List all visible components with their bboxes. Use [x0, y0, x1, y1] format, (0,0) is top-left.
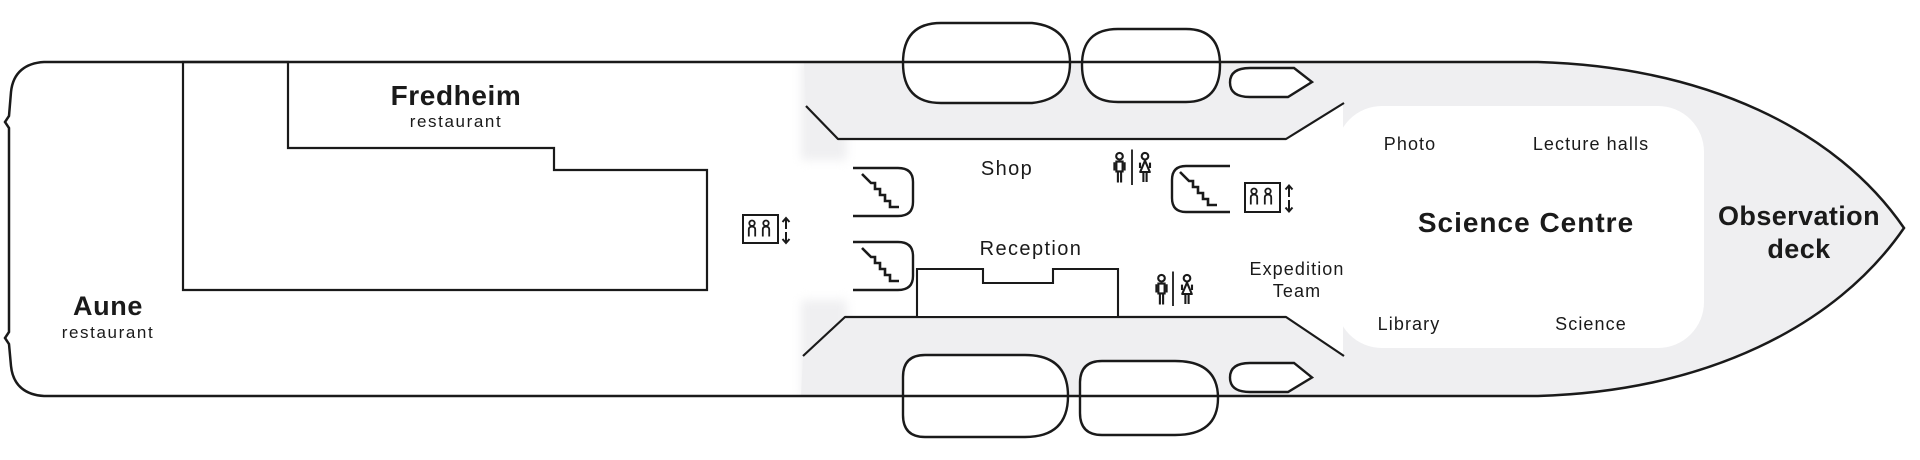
science-label: Science — [1555, 314, 1627, 334]
lifeboat-shape — [1078, 359, 1220, 437]
aune-name: Aune — [73, 291, 143, 321]
fredheim-name: Fredheim — [390, 80, 522, 111]
aune-type: restaurant — [61, 323, 155, 342]
elevator-icon — [742, 214, 791, 245]
up-down-arrows-icon — [781, 216, 791, 245]
expedition-team-line1: Expedition — [1249, 259, 1345, 279]
observation-deck-line2: deck — [1767, 234, 1831, 264]
science-centre-room — [1336, 106, 1704, 348]
galley-room — [181, 60, 709, 292]
tender-boat-shape — [1228, 361, 1315, 394]
lecture-halls-label: Lecture halls — [1532, 134, 1650, 154]
expedition-team-label: Expedition Team — [1249, 258, 1344, 302]
fredheim-type: restaurant — [409, 112, 503, 131]
lifeboat-shape — [1080, 27, 1222, 104]
hull-outline — [3, 60, 1906, 398]
up-down-arrows-icon — [1284, 183, 1294, 214]
observation-deck-label: Observation deck — [1718, 200, 1880, 266]
superstructure-boundary-line-top — [805, 102, 1345, 141]
observation-deck-line1: Observation — [1718, 201, 1880, 231]
fredheim-restaurant-label: Fredheim restaurant — [391, 81, 522, 131]
photo-label: Photo — [1383, 134, 1437, 154]
aune-restaurant-label: Aune restaurant — [61, 291, 155, 343]
tender-boat-shape — [1228, 66, 1315, 99]
shop-label: Shop — [980, 158, 1034, 180]
shaded-deck-areas — [801, 62, 1904, 396]
library-label: Library — [1377, 314, 1441, 334]
restrooms-upper — [1113, 149, 1152, 185]
stairs-icon — [1170, 164, 1230, 214]
reception-label: Reception — [979, 238, 1083, 260]
reception-desk-shape — [915, 267, 1120, 319]
expedition-team-line2: Team — [1272, 281, 1322, 301]
science-centre-label: Science Centre — [1417, 207, 1635, 238]
elevator-icon — [1244, 182, 1294, 214]
restrooms-lower — [1155, 271, 1194, 306]
